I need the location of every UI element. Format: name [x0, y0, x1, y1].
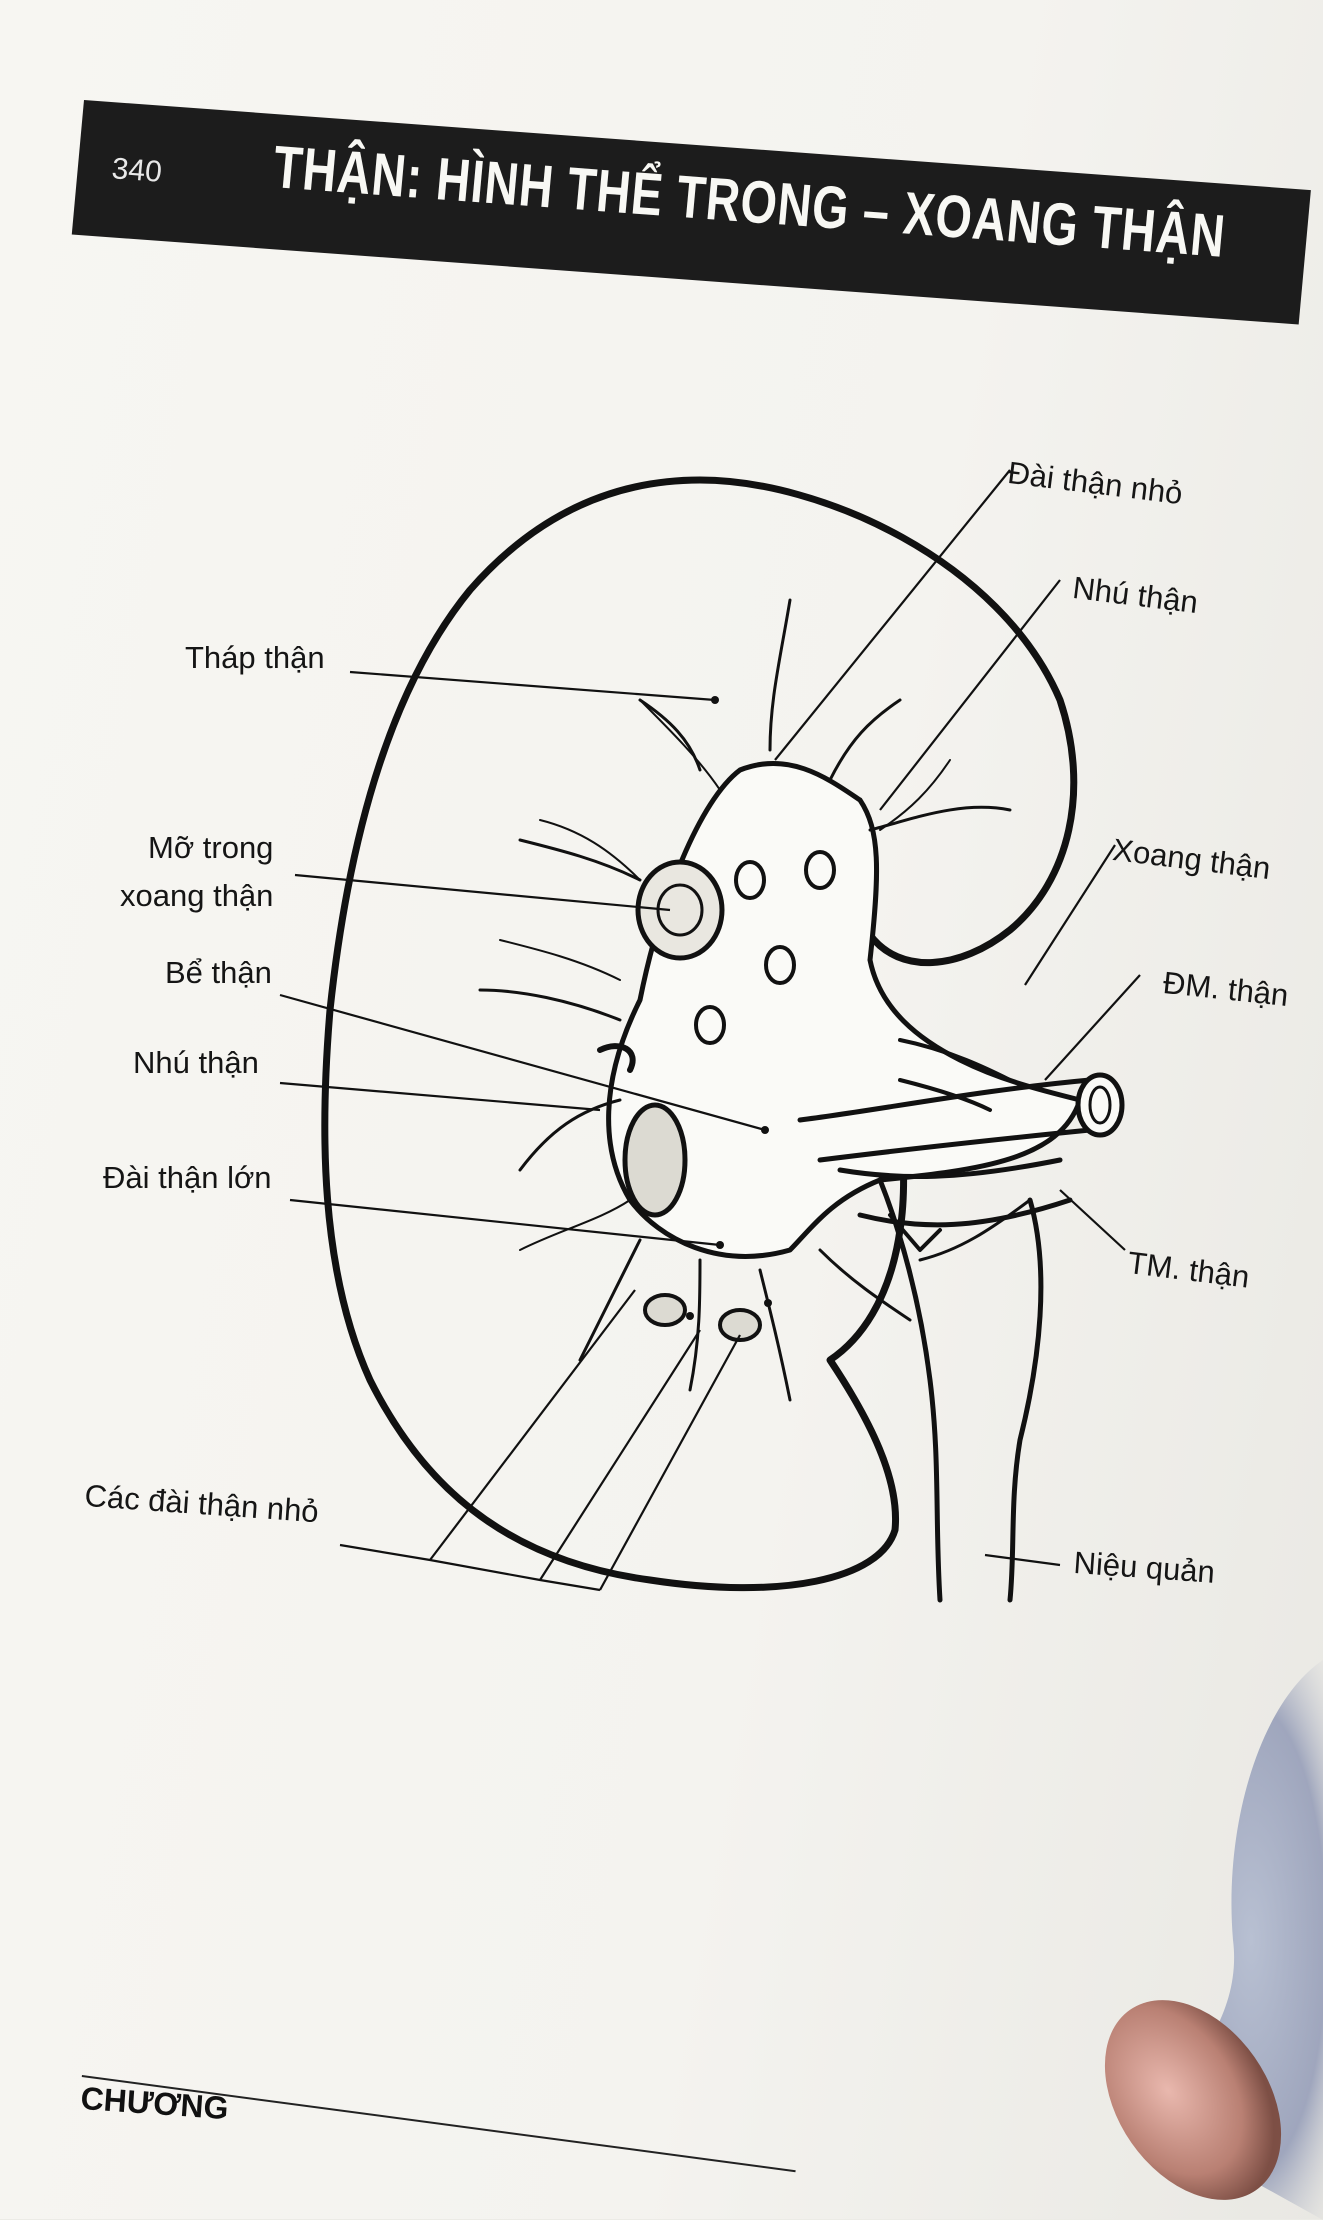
leader-thap-than — [349, 670, 716, 702]
renal-vein — [837, 1157, 1073, 1228]
label-mo-trong-2: xoang thận — [120, 878, 274, 913]
leader-nhu-than — [279, 1081, 601, 1112]
leader-nhu-than-top — [879, 579, 1061, 811]
leader-be-than — [279, 993, 766, 1132]
leader-dm-than — [1044, 974, 1141, 1081]
label-nhu-than: Nhú thận — [133, 1045, 259, 1080]
leader-dai-than-lon — [289, 1198, 721, 1247]
leader-xoang-than — [1024, 844, 1116, 986]
leader-mo-trong — [294, 873, 671, 912]
label-be-than: Bể thận — [165, 955, 272, 990]
kidney-outline — [321, 476, 1078, 1592]
ureter-outline — [877, 1177, 943, 1603]
renal-artery — [797, 1077, 1093, 1163]
leader-nieu-quan — [984, 1553, 1061, 1567]
label-thap-than: Tháp thận — [185, 640, 325, 675]
thumb-photo-artifact — [1104, 1660, 1323, 2220]
label-mo-trong-1: Mỡ trong — [148, 830, 274, 865]
leader-dai-than-nho-top — [774, 469, 1011, 761]
label-dai-than-lon: Đài thận lớn — [103, 1160, 272, 1195]
leader-tm-than — [1059, 1189, 1126, 1251]
leader-cac-dai-than-nho — [339, 1543, 601, 1592]
